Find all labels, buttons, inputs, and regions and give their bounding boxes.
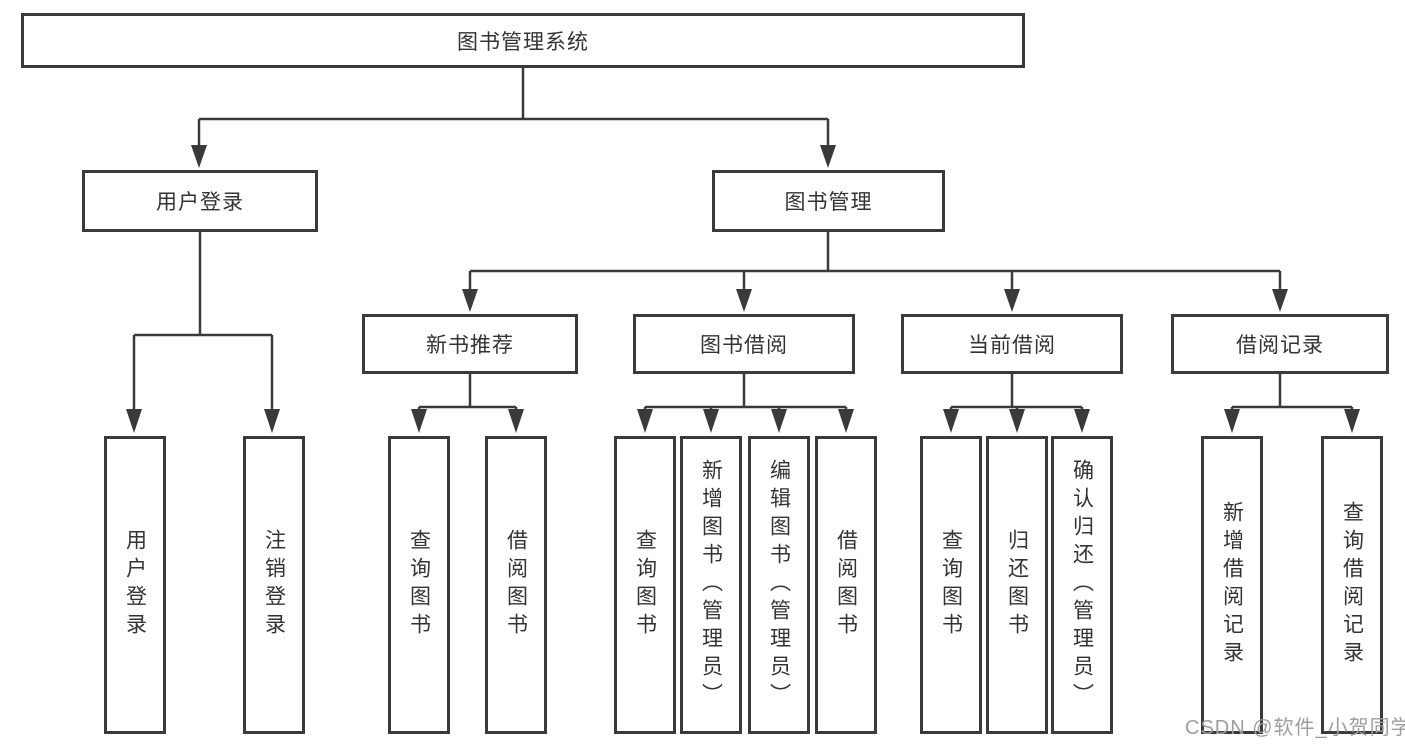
node-label: 图书管理 xyxy=(784,191,873,214)
leaf-query-books-current: 查询图书 xyxy=(920,436,982,734)
node-label: 借阅图书 xyxy=(834,529,858,641)
node-label: 图书借阅 xyxy=(700,334,788,357)
leaf-edit-book-admin: 编辑图书（管理员） xyxy=(748,436,810,734)
node-book-borrowing: 图书借阅 xyxy=(633,314,855,374)
node-book-management: 图书管理 xyxy=(712,170,945,232)
leaf-query-borrow-record: 查询借阅记录 xyxy=(1321,436,1383,734)
leaf-confirm-return-admin: 确认归还（管理员） xyxy=(1051,436,1113,734)
node-label: 图书管理系统 xyxy=(457,30,589,54)
node-label: 用户登录 xyxy=(156,191,244,214)
node-label: 借阅记录 xyxy=(1236,334,1324,357)
leaf-logout: 注销登录 xyxy=(243,436,305,734)
node-label: 归还图书 xyxy=(1005,529,1029,641)
node-label: 查询借阅记录 xyxy=(1340,501,1364,669)
node-label: 查询图书 xyxy=(939,529,963,641)
node-new-book-recommendation: 新书推荐 xyxy=(362,314,578,374)
csdn-watermark: CSDN @软件_小贺同学 xyxy=(1185,717,1405,739)
node-label: 借阅图书 xyxy=(504,529,528,641)
node-label: 当前借阅 xyxy=(968,334,1056,357)
node-label: 新增图书（管理员） xyxy=(699,459,723,711)
leaf-query-books-recommend: 查询图书 xyxy=(388,436,450,734)
node-label: 查询图书 xyxy=(633,529,657,641)
node-label: 确认归还（管理员） xyxy=(1070,459,1094,711)
leaf-return-books: 归还图书 xyxy=(986,436,1048,734)
leaf-add-book-admin: 新增图书（管理员） xyxy=(680,436,742,734)
node-label: 用户登录 xyxy=(123,529,147,641)
node-label: 注销登录 xyxy=(262,529,286,641)
node-label: 编辑图书（管理员） xyxy=(767,459,791,711)
node-borrowing-records: 借阅记录 xyxy=(1171,314,1389,374)
node-label: 新增借阅记录 xyxy=(1220,501,1244,669)
leaf-user-login: 用户登录 xyxy=(104,436,166,734)
node-current-borrowing: 当前借阅 xyxy=(901,314,1123,374)
leaf-add-borrow-record: 新增借阅记录 xyxy=(1201,436,1263,734)
node-label: 新书推荐 xyxy=(426,334,514,357)
leaf-borrow-books-recommend: 借阅图书 xyxy=(485,436,547,734)
node-library-system: 图书管理系统 xyxy=(21,13,1025,68)
leaf-borrow-books-borrowing: 借阅图书 xyxy=(815,436,877,734)
node-user-login: 用户登录 xyxy=(82,170,318,232)
leaf-query-books-borrowing: 查询图书 xyxy=(614,436,676,734)
node-label: 查询图书 xyxy=(407,529,431,641)
